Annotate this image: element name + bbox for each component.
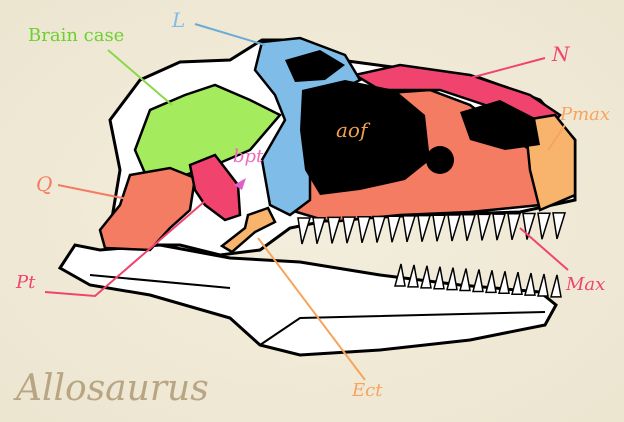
pterygoid: [188, 153, 242, 222]
upper-tooth: [417, 214, 432, 242]
lower-tooth: [394, 263, 406, 287]
orbit-opening: [285, 50, 345, 82]
diagram-title: Allosaurus: [16, 368, 209, 409]
label-aof: aof: [336, 118, 368, 142]
leader-lacrimal: [194, 23, 266, 46]
lower-tooth: [485, 270, 497, 294]
upper-teeth: [297, 212, 567, 245]
lower-tooth: [472, 269, 484, 293]
upper-tooth: [297, 217, 312, 245]
lower-tooth: [446, 267, 458, 291]
lower-tooth: [550, 274, 562, 298]
leader-quadrate: [57, 184, 133, 201]
lower-tooth: [433, 266, 445, 290]
leader-maxilla: [519, 227, 569, 271]
upper-tooth: [447, 214, 462, 242]
upper-tooth: [492, 213, 507, 241]
leader-ectopterygoid: [257, 237, 366, 381]
upper-tooth: [477, 213, 492, 241]
lower-tooth: [407, 264, 419, 288]
label-maxilla: Max: [566, 274, 606, 295]
upper-tooth: [387, 215, 402, 243]
lower-tooth: [420, 265, 432, 289]
label-quadrate: Q: [36, 172, 53, 196]
leader-brain-case: [107, 49, 173, 106]
external-naris: [460, 100, 540, 150]
upper-tooth: [402, 215, 417, 243]
upper-tooth: [432, 214, 447, 242]
label-pterygoid: Pt: [16, 272, 36, 293]
leader-premaxilla: [547, 124, 566, 151]
label-premaxilla: Pmax: [560, 104, 611, 125]
label-ectopterygoid: Ect: [352, 380, 383, 401]
upper-tooth: [342, 216, 357, 244]
upper-tooth: [462, 213, 477, 241]
ectopterygoid: [219, 206, 277, 254]
label-brain-case: Brain case: [28, 25, 125, 46]
upper-tooth: [537, 212, 552, 240]
upper-tooth: [507, 213, 522, 241]
lower-tooth: [498, 271, 510, 295]
lower-tooth: [524, 272, 536, 296]
label-bpt: bpt: [233, 146, 264, 167]
leader-pterygoid: [44, 194, 213, 298]
lower-tooth: [511, 271, 523, 295]
lower-tooth: [537, 273, 549, 297]
leader-nasal: [454, 57, 546, 83]
upper-tooth: [357, 216, 372, 244]
antorbital-fenestra: [300, 80, 430, 195]
upper-tooth: [372, 215, 387, 243]
lower-teeth: [394, 263, 562, 298]
maxillary-fenestra: [426, 146, 454, 174]
bpt-marker: [234, 178, 246, 190]
lower-tooth: [459, 268, 471, 292]
label-nasal: N: [552, 42, 570, 66]
upper-tooth: [312, 216, 327, 244]
label-lacrimal: L: [172, 8, 186, 32]
upper-tooth: [327, 216, 342, 244]
upper-tooth: [552, 212, 567, 240]
jaw-sutures: [89, 274, 546, 346]
